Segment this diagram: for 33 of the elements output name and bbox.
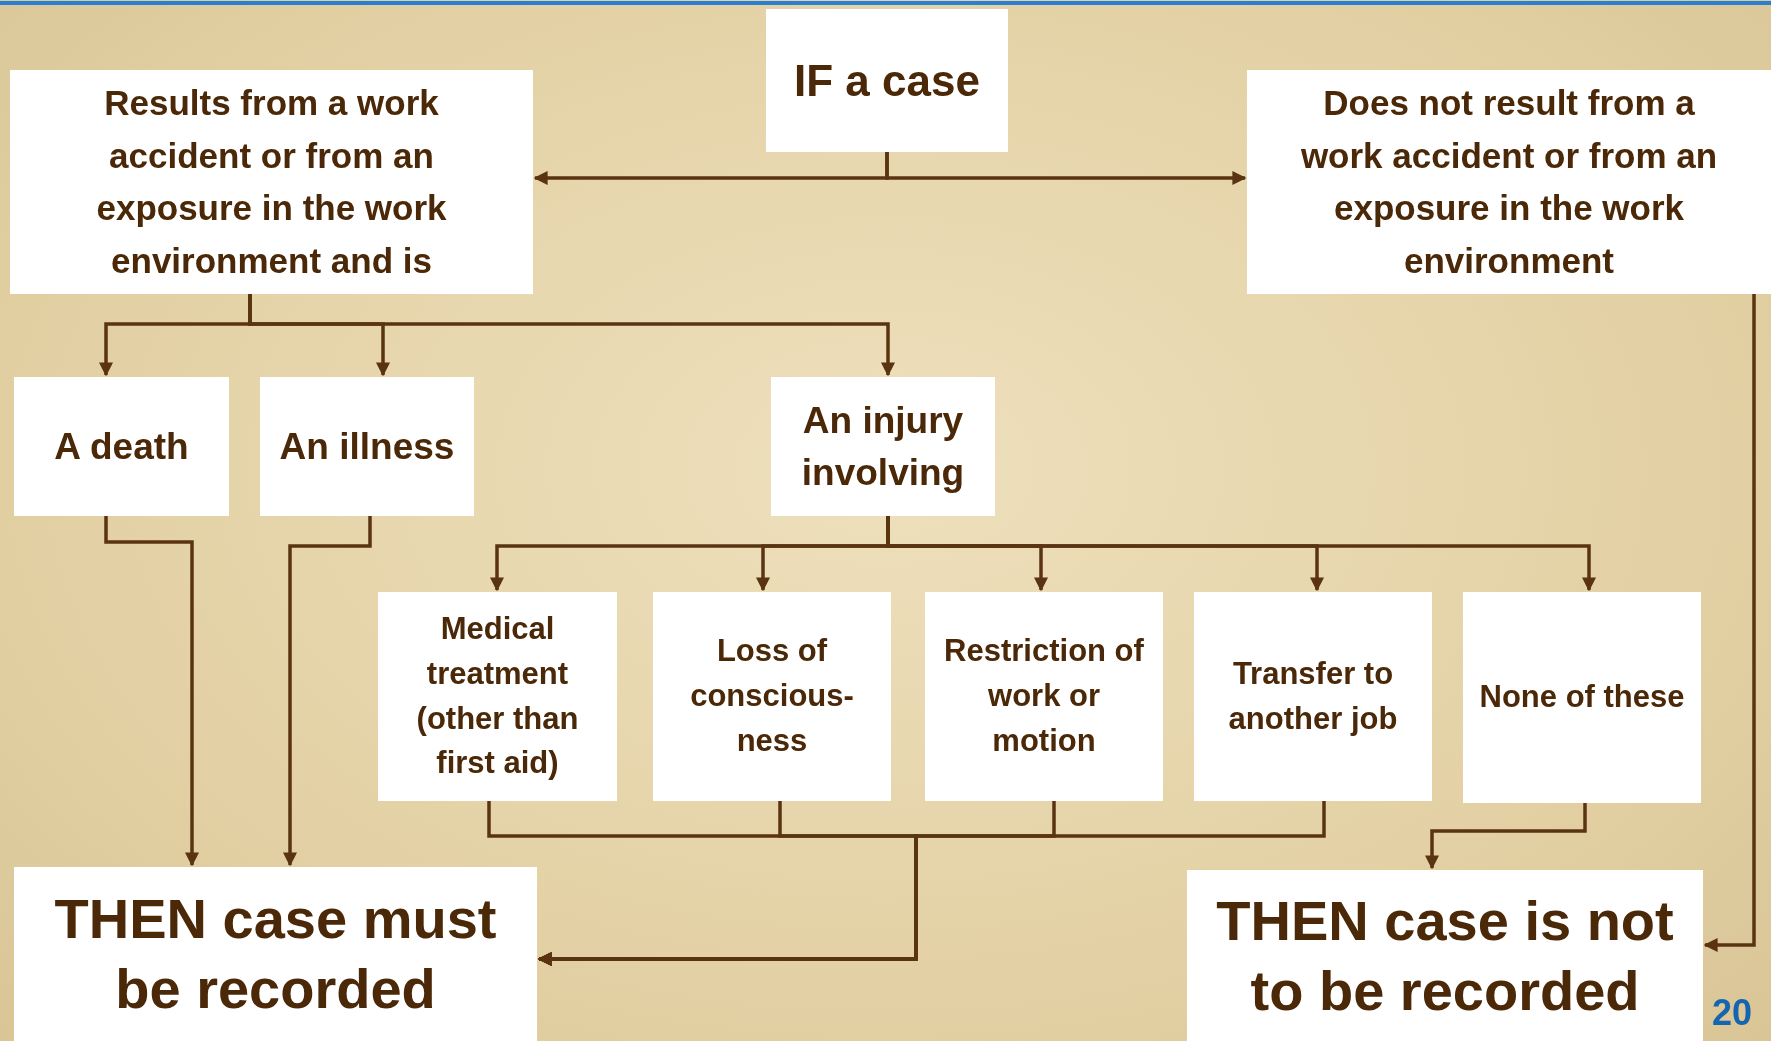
node-text: IF a case bbox=[794, 54, 980, 107]
condition-box bbox=[1463, 592, 1701, 803]
arrow bbox=[248, 294, 895, 377]
result-box bbox=[1187, 870, 1703, 1041]
arrow bbox=[1425, 803, 1587, 870]
node-text: Does not result from a work accident or from an exposure in the work environment bbox=[1299, 82, 1719, 282]
condition-box bbox=[378, 592, 617, 801]
condition-box bbox=[1194, 592, 1432, 801]
condition-box bbox=[1247, 70, 1771, 294]
node-text: An illness bbox=[279, 424, 455, 469]
node-text: THEN case is not to be recorded bbox=[1215, 887, 1675, 1024]
node-text: THEN case must be recorded bbox=[53, 886, 498, 1022]
arrow bbox=[104, 516, 199, 867]
start-box bbox=[766, 9, 1008, 152]
condition-box bbox=[14, 377, 229, 516]
node-text: A death bbox=[54, 424, 189, 469]
node-text: Medical treatment (other than first aid) bbox=[415, 609, 580, 783]
condition-box bbox=[925, 592, 1163, 801]
condition-box bbox=[260, 377, 474, 516]
arrow bbox=[283, 516, 372, 867]
arrow bbox=[885, 152, 1247, 185]
node-text: Loss of conscious- ness bbox=[689, 632, 855, 760]
condition-box bbox=[653, 592, 891, 801]
node-text: Restriction of work or motion bbox=[943, 632, 1145, 760]
result-box bbox=[14, 867, 537, 1041]
condition-box bbox=[10, 70, 533, 294]
page-number: 20 bbox=[1712, 992, 1753, 1034]
condition-box bbox=[771, 377, 995, 516]
node-text: Results from a work accident or from an exposure in the work environment and is bbox=[95, 82, 448, 282]
node-text: An injury involving bbox=[800, 398, 966, 495]
node-text: Transfer to another job bbox=[1227, 654, 1399, 738]
node-text: None of these bbox=[1479, 678, 1685, 717]
arrow bbox=[1703, 294, 1756, 952]
